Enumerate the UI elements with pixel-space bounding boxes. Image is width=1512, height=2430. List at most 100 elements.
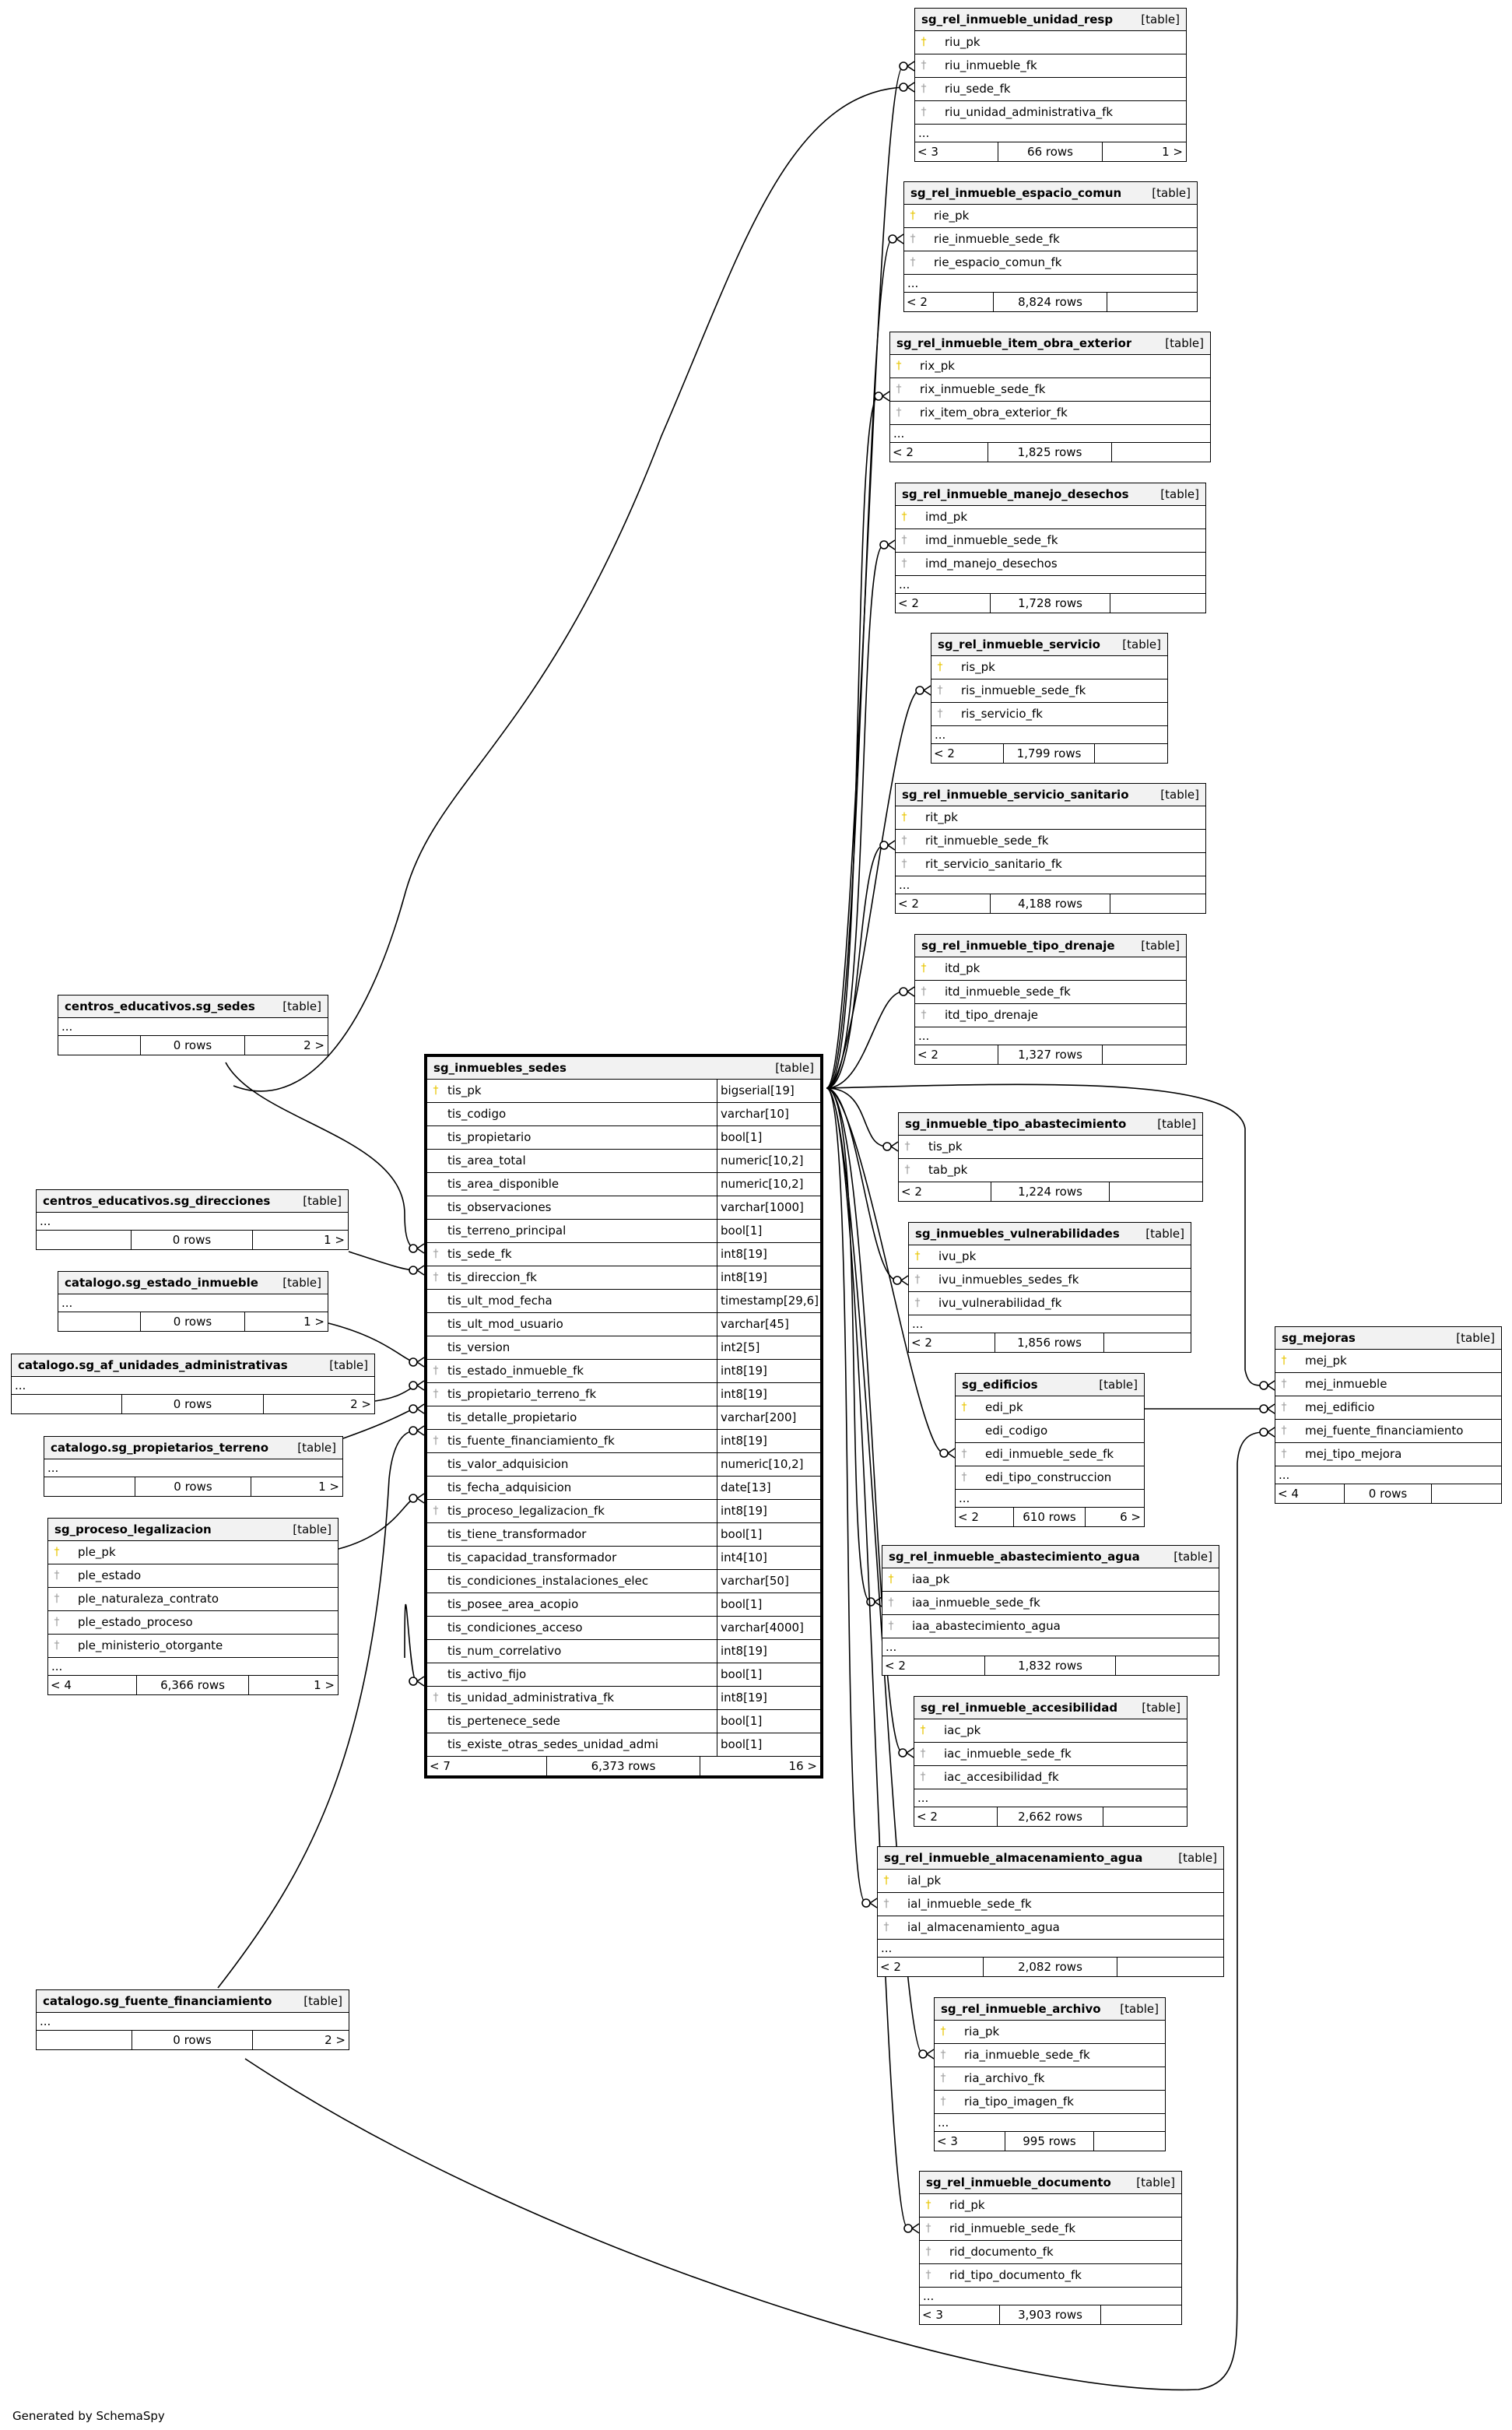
column-row[interactable]: †riu_inmueble_fk — [915, 54, 1186, 78]
parents-count[interactable]: < 2 — [911, 1336, 932, 1350]
table-header[interactable]: sg_rel_inmueble_accesibilidad[table] — [914, 1697, 1187, 1719]
column-row[interactable]: †rid_inmueble_sede_fk — [920, 2218, 1181, 2241]
table-sg-rel-inmueble-documento[interactable]: sg_rel_inmueble_documento[table]†rid_pk†… — [919, 2171, 1182, 2325]
parents-count[interactable]: < 4 — [1278, 1487, 1299, 1501]
column-row[interactable]: †itd_tipo_drenaje — [915, 1004, 1186, 1027]
table-header[interactable]: centros_educativos.sg_sedes[table] — [58, 996, 328, 1018]
parents-count[interactable] — [44, 1477, 135, 1496]
children-count[interactable] — [1095, 744, 1167, 763]
children-count[interactable]: 16 > — [788, 1759, 817, 1773]
children-count[interactable]: 1 > — [303, 1315, 325, 1329]
column-row[interactable]: †mej_tipo_mejora — [1275, 1443, 1501, 1466]
children-count[interactable]: 1 > — [1162, 145, 1184, 159]
parents-count[interactable]: < 2 — [893, 445, 914, 459]
column-row[interactable]: †ria_tipo_imagen_fk — [935, 2091, 1165, 2114]
children-count[interactable]: 1 > — [318, 1480, 339, 1494]
children-count[interactable] — [1101, 2305, 1181, 2324]
column-row[interactable]: †ris_inmueble_sede_fk — [931, 679, 1167, 703]
table-sg-inmueble-tipo-abastecimiento[interactable]: sg_inmueble_tipo_abastecimiento[table]†t… — [898, 1112, 1203, 1202]
children-count[interactable] — [1094, 2132, 1165, 2151]
table-header[interactable]: sg_rel_inmueble_archivo[table] — [935, 1998, 1165, 2021]
column-row[interactable]: †ria_inmueble_sede_fk — [935, 2044, 1165, 2067]
table-catalogo-sg-af-unidades-administrativas[interactable]: catalogo.sg_af_unidades_administrativas[… — [11, 1354, 375, 1414]
column-row[interactable]: †riu_unidad_administrativa_fk — [915, 101, 1186, 125]
children-count[interactable] — [1116, 1656, 1219, 1675]
table-header[interactable]: sg_mejoras[table] — [1275, 1327, 1501, 1350]
column-row[interactable]: †iaa_pk — [882, 1568, 1219, 1592]
column-row[interactable]: †itd_pk — [915, 957, 1186, 981]
table-sg-rel-inmueble-tipo-drenaje[interactable]: sg_rel_inmueble_tipo_drenaje[table]†itd_… — [914, 934, 1187, 1065]
table-sg-rel-inmueble-servicio-sanitario[interactable]: sg_rel_inmueble_servicio_sanitario[table… — [895, 783, 1206, 914]
column-row[interactable]: †riu_pk — [915, 31, 1186, 54]
table-sg-rel-inmueble-item-obra-exterior[interactable]: sg_rel_inmueble_item_obra_exterior[table… — [889, 332, 1211, 462]
column-row[interactable]: †iac_pk — [914, 1719, 1187, 1743]
column-row[interactable]: †iaa_abastecimiento_agua — [882, 1615, 1219, 1638]
table-sg-mejoras[interactable]: sg_mejoras[table]†mej_pk†mej_inmueble†me… — [1275, 1326, 1502, 1504]
children-count[interactable] — [1110, 894, 1205, 913]
parents-count[interactable]: < 2 — [917, 1810, 938, 1824]
table-sg-rel-inmueble-unidad-resp[interactable]: sg_rel_inmueble_unidad_resp[table]†riu_p… — [914, 8, 1187, 162]
column-row[interactable]: †rie_espacio_comun_fk — [904, 251, 1197, 275]
table-sg-rel-inmueble-almacenamiento-agua[interactable]: sg_rel_inmueble_almacenamiento_agua[tabl… — [877, 1846, 1224, 1977]
column-row[interactable]: †rix_inmueble_sede_fk — [890, 378, 1210, 402]
table-header[interactable]: sg_rel_inmueble_servicio[table] — [931, 634, 1167, 656]
column-row[interactable]: †ivu_pk — [909, 1245, 1191, 1269]
column-row[interactable]: †rix_pk — [890, 355, 1210, 378]
children-count[interactable] — [1103, 1807, 1187, 1826]
table-centros-educativos-sg-direcciones[interactable]: centros_educativos.sg_direcciones[table]… — [36, 1189, 349, 1250]
column-row[interactable]: †ple_ministerio_otorgante — [48, 1635, 338, 1658]
column-row[interactable]: †rie_pk — [904, 205, 1197, 228]
column-row[interactable]: †ris_servicio_fk — [931, 703, 1167, 726]
column-row[interactable]: †rit_servicio_sanitario_fk — [896, 853, 1205, 876]
column-row[interactable]: †mej_inmueble — [1275, 1373, 1501, 1396]
parents-count[interactable] — [12, 1395, 121, 1413]
children-count[interactable]: 2 > — [303, 1038, 325, 1052]
table-header[interactable]: sg_rel_inmueble_servicio_sanitario[table… — [896, 784, 1205, 806]
parents-count[interactable] — [58, 1036, 140, 1055]
column-row[interactable]: †tab_pk — [899, 1159, 1202, 1182]
parents-count[interactable]: < 3 — [922, 2308, 943, 2322]
table-header[interactable]: sg_proceso_legalizacion[table] — [48, 1519, 338, 1541]
children-count[interactable] — [1432, 1484, 1501, 1503]
column-row[interactable]: †ial_pk — [878, 1870, 1223, 1893]
column-row[interactable]: †ris_pk — [931, 656, 1167, 679]
parents-count[interactable]: < 2 — [898, 596, 919, 610]
column-row[interactable]: ·tis_condiciones_instalaciones_elecvarch… — [427, 1570, 820, 1593]
children-count[interactable] — [1110, 1182, 1202, 1201]
table-header[interactable]: centros_educativos.sg_direcciones[table] — [37, 1190, 348, 1213]
parents-count[interactable]: < 2 — [901, 1185, 922, 1199]
children-count[interactable] — [1112, 443, 1210, 462]
column-row[interactable]: †tis_pk — [899, 1136, 1202, 1159]
parents-count[interactable]: < 2 — [934, 746, 955, 760]
parents-count[interactable]: < 2 — [885, 1659, 906, 1673]
table-header[interactable]: catalogo.sg_fuente_financiamiento[table] — [37, 1990, 349, 2013]
table-header[interactable]: sg_edificios[table] — [956, 1374, 1144, 1396]
children-count[interactable] — [1117, 1958, 1223, 1976]
table-header[interactable]: sg_rel_inmueble_manejo_desechos[table] — [896, 483, 1205, 506]
children-count[interactable]: 6 > — [1120, 1510, 1141, 1524]
column-row[interactable]: †rid_tipo_documento_fk — [920, 2264, 1181, 2288]
children-count[interactable] — [1107, 293, 1197, 311]
parents-count[interactable]: < 2 — [898, 897, 919, 911]
parents-count[interactable]: < 3 — [917, 145, 938, 159]
column-row[interactable]: †ple_naturaleza_contrato — [48, 1588, 338, 1611]
parents-count[interactable] — [37, 1231, 131, 1249]
children-count[interactable]: 2 > — [350, 1397, 371, 1411]
column-row[interactable]: †rit_inmueble_sede_fk — [896, 830, 1205, 853]
table-header[interactable]: sg_rel_inmueble_tipo_drenaje[table] — [915, 935, 1186, 957]
column-row[interactable]: †ple_estado — [48, 1564, 338, 1588]
